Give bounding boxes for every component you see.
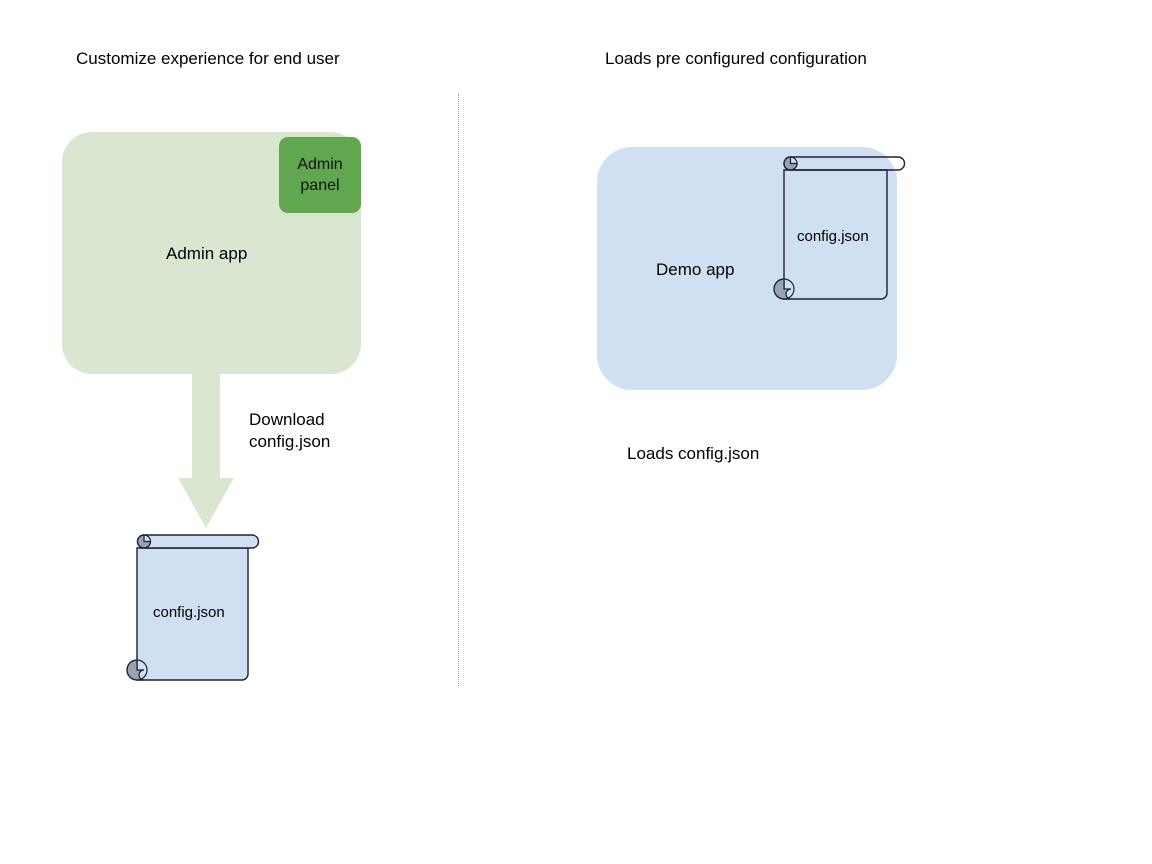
admin-panel-label-line2: panel — [300, 177, 340, 194]
download-arrow-label-line1: Download — [249, 410, 325, 429]
admin-panel-label-line1: Admin — [297, 156, 343, 173]
admin-app-label: Admin app — [166, 244, 248, 263]
left-section-title: Customize experience for end user — [76, 49, 340, 68]
demo-app-label: Demo app — [656, 260, 735, 279]
loads-config-caption: Loads config.json — [627, 444, 760, 463]
admin-panel-chip[interactable]: Admin panel — [279, 137, 361, 213]
config-json-document-left-label: config.json — [153, 604, 225, 621]
config-json-document-left[interactable] — [118, 528, 268, 690]
download-arrow-icon — [178, 370, 234, 528]
right-section-title: Loads pre configured configuration — [605, 49, 867, 68]
download-arrow-label-line2: config.json — [249, 432, 331, 451]
config-json-document-right-label: config.json — [797, 228, 869, 245]
section-divider — [458, 94, 459, 686]
demo-app-box[interactable] — [597, 147, 897, 390]
config-json-document-right[interactable] — [767, 150, 913, 308]
download-arrow-label: Download config.json — [249, 409, 330, 453]
